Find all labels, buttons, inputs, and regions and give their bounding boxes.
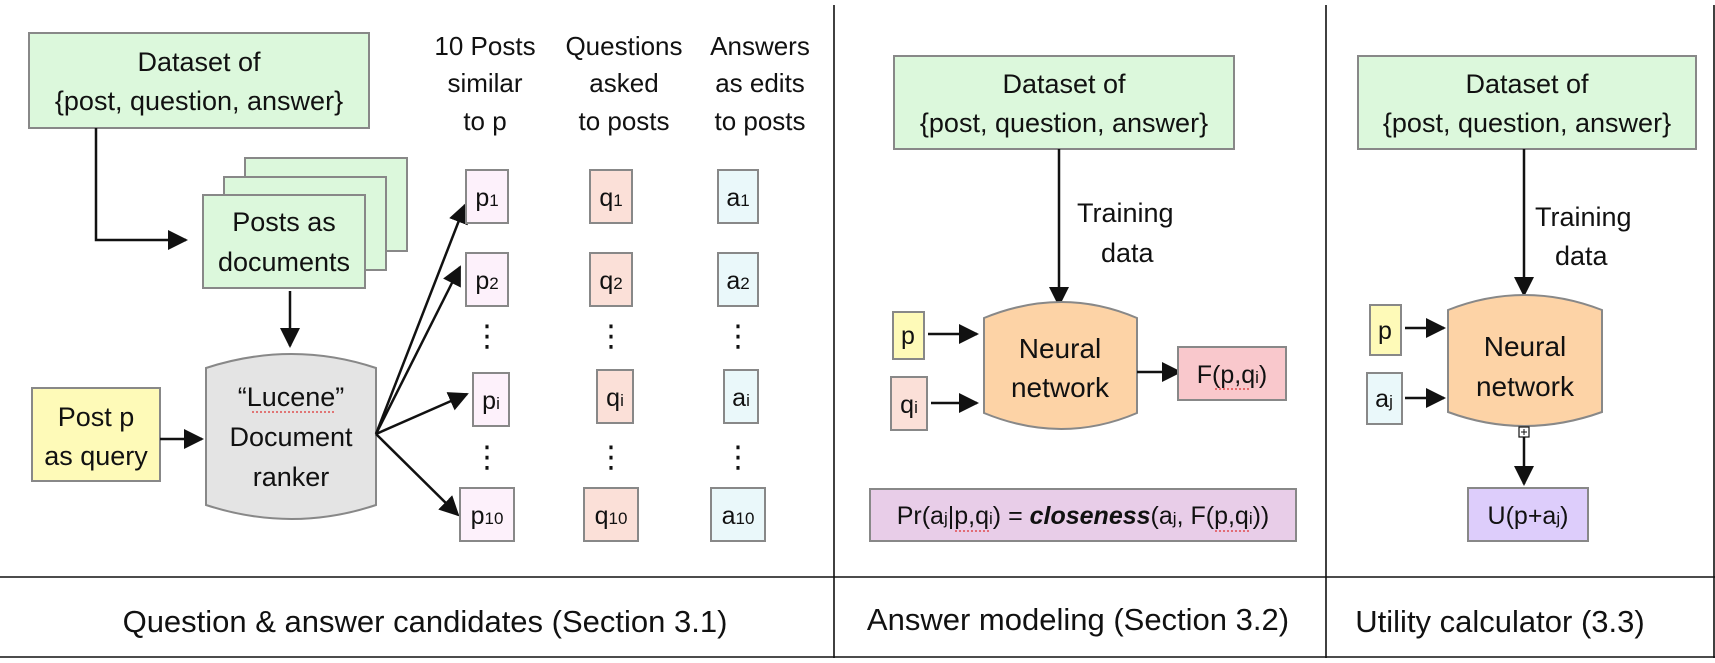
input-qi-box: qi [890, 376, 928, 431]
svg-text:F(p,qi): F(p,qi) [1197, 361, 1267, 389]
post-item-p2: p2 [465, 252, 509, 307]
input-p-box-3: p [1369, 304, 1402, 356]
post-item-p1: p1 [465, 169, 509, 224]
svg-text:to posts: to posts [714, 106, 805, 136]
panel-question-answer-candidates: Dataset of {post, question, answer} Post… [28, 31, 810, 639]
svg-text:p: p [1378, 317, 1392, 345]
column-header-answers: Answers as edits to posts [710, 31, 810, 136]
svg-text:U(p+aj): U(p+aj) [1488, 502, 1569, 530]
ranker-fanout-arrows [374, 203, 469, 517]
svg-text:10 Posts: 10 Posts [434, 31, 535, 61]
answer-item-ai: ai [723, 369, 759, 424]
svg-text:⋮: ⋮ [723, 320, 753, 353]
svg-text:network: network [1476, 371, 1575, 402]
training-data-label-3-line2: data [1555, 241, 1609, 271]
svg-text:Answers: Answers [710, 31, 810, 61]
question-item-q1: q1 [589, 169, 633, 224]
svg-text:qi: qi [900, 391, 918, 419]
output-F-box: F(p,qi) [1177, 346, 1287, 401]
training-data-label-3-line1: Training [1535, 202, 1632, 232]
svg-text:Dataset of: Dataset of [1002, 69, 1126, 99]
panel-answer-modeling: Dataset of {post, question, answer} Trai… [867, 55, 1297, 637]
svg-text:{post, question, answer}: {post, question, answer} [1383, 108, 1671, 138]
caption-section-3-3: Utility calculator (3.3) [1355, 604, 1644, 639]
svg-text:pi: pi [482, 387, 500, 415]
svg-text:p2: p2 [475, 267, 498, 295]
column-header-posts: 10 Posts similar to p [434, 31, 535, 136]
svg-text:as edits: as edits [715, 68, 805, 98]
svg-text:ai: ai [732, 384, 750, 412]
svg-text:asked: asked [589, 68, 658, 98]
svg-text:p1: p1 [475, 184, 498, 212]
frame-lines [0, 5, 1715, 658]
svg-text:a2: a2 [726, 267, 749, 295]
svg-text:p: p [901, 322, 915, 350]
svg-text:p10: p10 [471, 502, 504, 530]
posts-docs-line1: Posts as [232, 207, 336, 237]
training-data-label-2-line2: data [1101, 238, 1155, 268]
svg-text:⋮: ⋮ [472, 441, 502, 474]
svg-text:q1: q1 [599, 184, 622, 212]
formula-box: Pr(aj|p,qi) = closeness(aj, F(p,qi)) [869, 488, 1297, 542]
posts-docs-line2: documents [218, 247, 350, 277]
query-line2: as query [44, 441, 148, 471]
svg-text:Questions: Questions [565, 31, 682, 61]
question-item-q2: q2 [589, 252, 633, 307]
answer-item-a1: a1 [717, 169, 759, 224]
svg-text:Dataset of: Dataset of [1465, 69, 1589, 99]
caption-section-3-2: Answer modeling (Section 3.2) [867, 602, 1289, 637]
column-header-questions: Questions asked to posts [565, 31, 682, 136]
query-box: Post p as query [31, 387, 161, 482]
svg-text:Pr(aj|p,qi) = closeness(aj, F(: Pr(aj|p,qi) = closeness(aj, F(p,qi)) [897, 502, 1270, 530]
arrow-dataset-to-documents [94, 128, 188, 250]
svg-text:⋮: ⋮ [472, 320, 502, 353]
svg-text:similar: similar [447, 68, 522, 98]
svg-text:⋮: ⋮ [596, 320, 626, 353]
column-ellipses: ⋮ ⋮ ⋮ ⋮ ⋮ ⋮ [472, 320, 753, 474]
answer-item-a2: a2 [717, 252, 759, 307]
input-p-box: p [892, 311, 925, 360]
svg-text:q2: q2 [599, 267, 622, 295]
post-item-pi: pi [472, 372, 510, 427]
svg-text:⋮: ⋮ [723, 441, 753, 474]
query-line1: Post p [58, 402, 135, 432]
utility-output-box: U(p+aj) [1467, 487, 1589, 542]
question-item-qi: qi [596, 369, 634, 424]
svg-text:network: network [1011, 372, 1110, 403]
svg-text:q10: q10 [595, 502, 628, 530]
svg-text:aj: aj [1375, 385, 1393, 413]
ranker-line3: ranker [253, 462, 330, 492]
neural-network-3: Neural network [1447, 294, 1603, 438]
caption-section-3-1: Question & answer candidates (Section 3.… [123, 604, 728, 639]
ranker-line2: Document [229, 422, 353, 452]
ranker-line1: “Lucene” [238, 382, 345, 412]
lucene-document-ranker: “Lucene” Document ranker [205, 353, 377, 520]
dataset-box-3: Dataset of {post, question, answer} [1357, 55, 1697, 150]
svg-text:to p: to p [463, 106, 506, 136]
svg-text:a10: a10 [722, 502, 755, 530]
dataset-label-line1: Dataset of [137, 47, 261, 77]
dataset-box-1: Dataset of {post, question, answer} [28, 32, 370, 129]
svg-text:Neural: Neural [1019, 333, 1101, 364]
panel-utility-calculator: Dataset of {post, question, answer} Trai… [1355, 55, 1697, 639]
svg-text:qi: qi [606, 384, 624, 412]
dataset-box-2: Dataset of {post, question, answer} [893, 55, 1235, 150]
training-data-label-2-line1: Training [1077, 198, 1174, 228]
svg-text:a1: a1 [726, 184, 749, 212]
svg-text:to posts: to posts [578, 106, 669, 136]
svg-text:{post, question, answer}: {post, question, answer} [920, 108, 1208, 138]
svg-text:Neural: Neural [1484, 331, 1566, 362]
post-item-p10: p10 [459, 487, 515, 542]
posts-as-documents-stack: Posts as documents [202, 157, 408, 289]
neural-network-2: Neural network [983, 301, 1138, 430]
input-aj-box: aj [1366, 372, 1403, 425]
answer-item-a10: a10 [710, 487, 766, 542]
question-item-q10: q10 [583, 487, 639, 542]
dataset-label-line2: {post, question, answer} [55, 86, 343, 116]
svg-text:⋮: ⋮ [596, 441, 626, 474]
